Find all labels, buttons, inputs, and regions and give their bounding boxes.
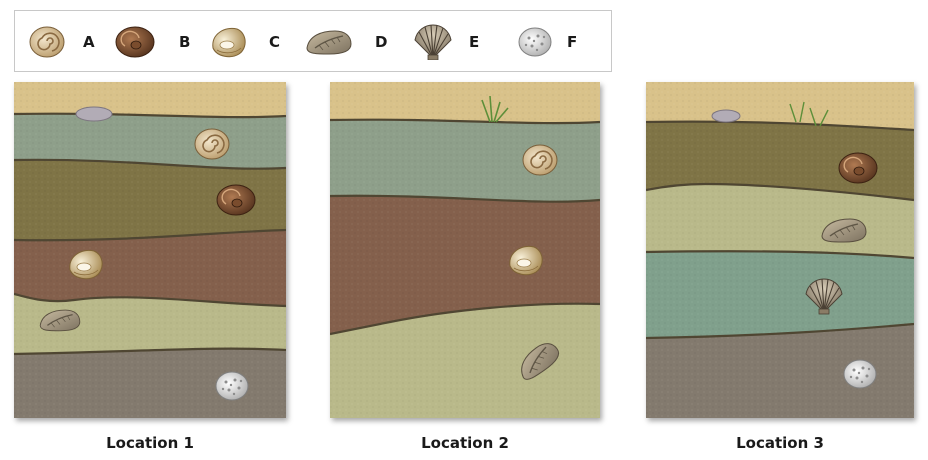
legend-letter-d: D — [375, 33, 387, 51]
location-3-panel — [646, 82, 914, 418]
location-1-label: Location 1 — [30, 434, 270, 452]
pebble — [712, 110, 740, 122]
fossil-a — [195, 129, 229, 159]
location-2-label: Location 2 — [345, 434, 585, 452]
pebble — [76, 107, 112, 121]
location-2-strata — [330, 82, 600, 418]
legend-letter-b: B — [179, 33, 190, 51]
fossil-f — [216, 372, 248, 400]
fossil-legend: A B C D E F — [14, 10, 612, 72]
fossil-stone-icon — [303, 24, 355, 60]
location-3-strata — [646, 82, 914, 418]
location-1-panel — [14, 82, 286, 418]
spiral-shell-icon — [25, 24, 69, 60]
legend-letter-e: E — [469, 33, 479, 51]
scallop-shell-icon — [411, 24, 455, 60]
coiled-shell-icon — [111, 24, 159, 60]
fossil-b — [839, 153, 877, 183]
location-3-label: Location 3 — [660, 434, 900, 452]
fossil-f — [844, 360, 876, 388]
clam-shell-icon — [207, 24, 251, 60]
legend-letter-f: F — [567, 33, 577, 51]
location-1-strata — [14, 82, 286, 418]
coral-fragment-icon — [515, 24, 555, 60]
fossil-b — [217, 185, 255, 215]
location-2-panel — [330, 82, 600, 418]
fossil-a — [523, 145, 557, 175]
legend-letter-c: C — [269, 33, 280, 51]
legend-letter-a: A — [83, 33, 95, 51]
